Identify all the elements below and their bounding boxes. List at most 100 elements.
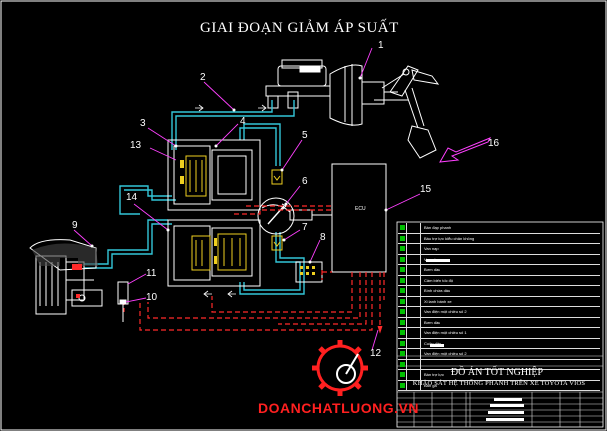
title-block-heading: ĐỒ ÁN TỐT NGHIỆP [450, 367, 544, 378]
legend-no [407, 349, 421, 359]
legend-text: Van nạp [424, 246, 439, 252]
callout-15: 15 [420, 184, 432, 195]
legend-no [407, 254, 421, 264]
legend-row: Bàn ga [398, 380, 600, 391]
ecu-label: ECU [355, 206, 366, 212]
legend-marker [398, 370, 407, 380]
legend-text: Van điện một chiều số 1 [424, 330, 467, 336]
callout-16: 16 [488, 138, 500, 149]
wheel-brake-fill [72, 264, 82, 298]
legend-square-icon [399, 225, 405, 231]
legend-text: Van điện một chiều số 2 [424, 309, 467, 315]
legend-square-icon [399, 235, 405, 241]
legend-marker [398, 296, 407, 306]
legend-marker [398, 359, 407, 369]
legend-marker [398, 317, 407, 327]
legend-marker [398, 265, 407, 275]
legend-no [407, 317, 421, 327]
wheel-hub-shade [32, 243, 98, 266]
legend-no [407, 328, 421, 338]
legend-row [398, 359, 600, 370]
leader-lines [73, 47, 421, 351]
solenoid-coils [180, 160, 217, 264]
wheel-assembly [29, 239, 103, 315]
legend-square-icon [399, 309, 405, 315]
callout-1: 1 [378, 40, 384, 51]
legend-square-icon [399, 351, 405, 357]
callout-2: 2 [200, 72, 206, 83]
legend-no [407, 370, 421, 380]
legend-text: Bàn đạp phanh [424, 225, 452, 231]
legend-square-icon [399, 267, 405, 273]
legend-text: Bình chứa dầu [424, 288, 451, 294]
hydraulic-lines [84, 100, 305, 295]
callout-14: 14 [126, 192, 138, 203]
legend-row: Cuộn dây [398, 338, 600, 349]
legend-text: Cảm biến tốc độ [424, 277, 454, 283]
legend-text: Bầu trợ lực kiểu chân không [424, 235, 475, 241]
legend-square-icon [399, 340, 405, 346]
legend-row: Bơm dầu [398, 265, 600, 276]
callout-dots [90, 76, 388, 264]
callout-4: 4 [240, 116, 246, 127]
legend-marker [398, 286, 407, 296]
legend-no [407, 296, 421, 306]
callout-6: 6 [302, 176, 308, 187]
title-block-frame [396, 221, 604, 428]
legend-no [407, 338, 421, 348]
legend-row: Xi lanh bánh xe [398, 296, 600, 307]
title-block-fills [426, 259, 524, 421]
legend-marker [398, 275, 407, 285]
legend-row: Van nạp [398, 244, 600, 255]
modulator-lower [167, 219, 261, 287]
legend-square-icon [399, 277, 405, 283]
check-valves [271, 169, 283, 251]
legend-no [407, 286, 421, 296]
callout-12: 12 [370, 348, 382, 359]
legend-no [407, 380, 421, 390]
legend-marker [398, 233, 407, 243]
legend-square-icon [399, 256, 405, 262]
diagram-title: GIAI ĐOẠN GIẢM ÁP SUẤT [200, 20, 399, 36]
warning-arrow [377, 325, 383, 334]
brake-pedal [374, 65, 440, 159]
callout-13: 13 [130, 140, 142, 151]
callout-9: 9 [72, 220, 78, 231]
pedal-force-arrow [439, 137, 492, 163]
legend-no [407, 223, 421, 233]
callout-5: 5 [302, 130, 308, 141]
legend-no [407, 307, 421, 317]
legend-square-icon [399, 288, 405, 294]
legend-text: Van xả [424, 256, 437, 262]
title-block-subtitle: KHẢO SÁT HỆ THỐNG PHANH TRÊN XE TOYOTA V… [412, 380, 586, 387]
callout-7: 7 [302, 222, 308, 233]
modulator-upper [167, 139, 261, 211]
pump [257, 197, 332, 235]
legend-square-icon [399, 372, 405, 378]
legend-row: Bơm dầu [398, 317, 600, 328]
legend-square-icon [399, 298, 405, 304]
flow-arrows [195, 104, 267, 298]
legend-row: Van điện một chiều số 1 [398, 328, 600, 339]
legend-text: Bàn trợ lực [424, 372, 444, 378]
legend-no [407, 244, 421, 254]
legend-marker [398, 307, 407, 317]
brand-watermark: DOANCHATLUONG.VN [258, 400, 419, 416]
legend-no [407, 275, 421, 285]
legend-no [407, 265, 421, 275]
legend-text: Van điện một chiều số 2 [424, 351, 467, 357]
legend-text: Xi lanh bánh xe [424, 298, 452, 304]
legend-marker [398, 328, 407, 338]
legend-no [407, 359, 421, 369]
callout-11: 11 [146, 268, 157, 279]
callout-8: 8 [320, 232, 326, 243]
legend-row: Bàn đạp phanh [398, 223, 600, 234]
ecu-box [331, 163, 387, 273]
legend-row: Van điện một chiều số 2 [398, 349, 600, 360]
legend-row: Bầu trợ lực kiểu chân không [398, 233, 600, 244]
logo-gear [312, 340, 368, 396]
legend-row: Van xả [398, 254, 600, 265]
callout-3: 3 [140, 118, 146, 129]
